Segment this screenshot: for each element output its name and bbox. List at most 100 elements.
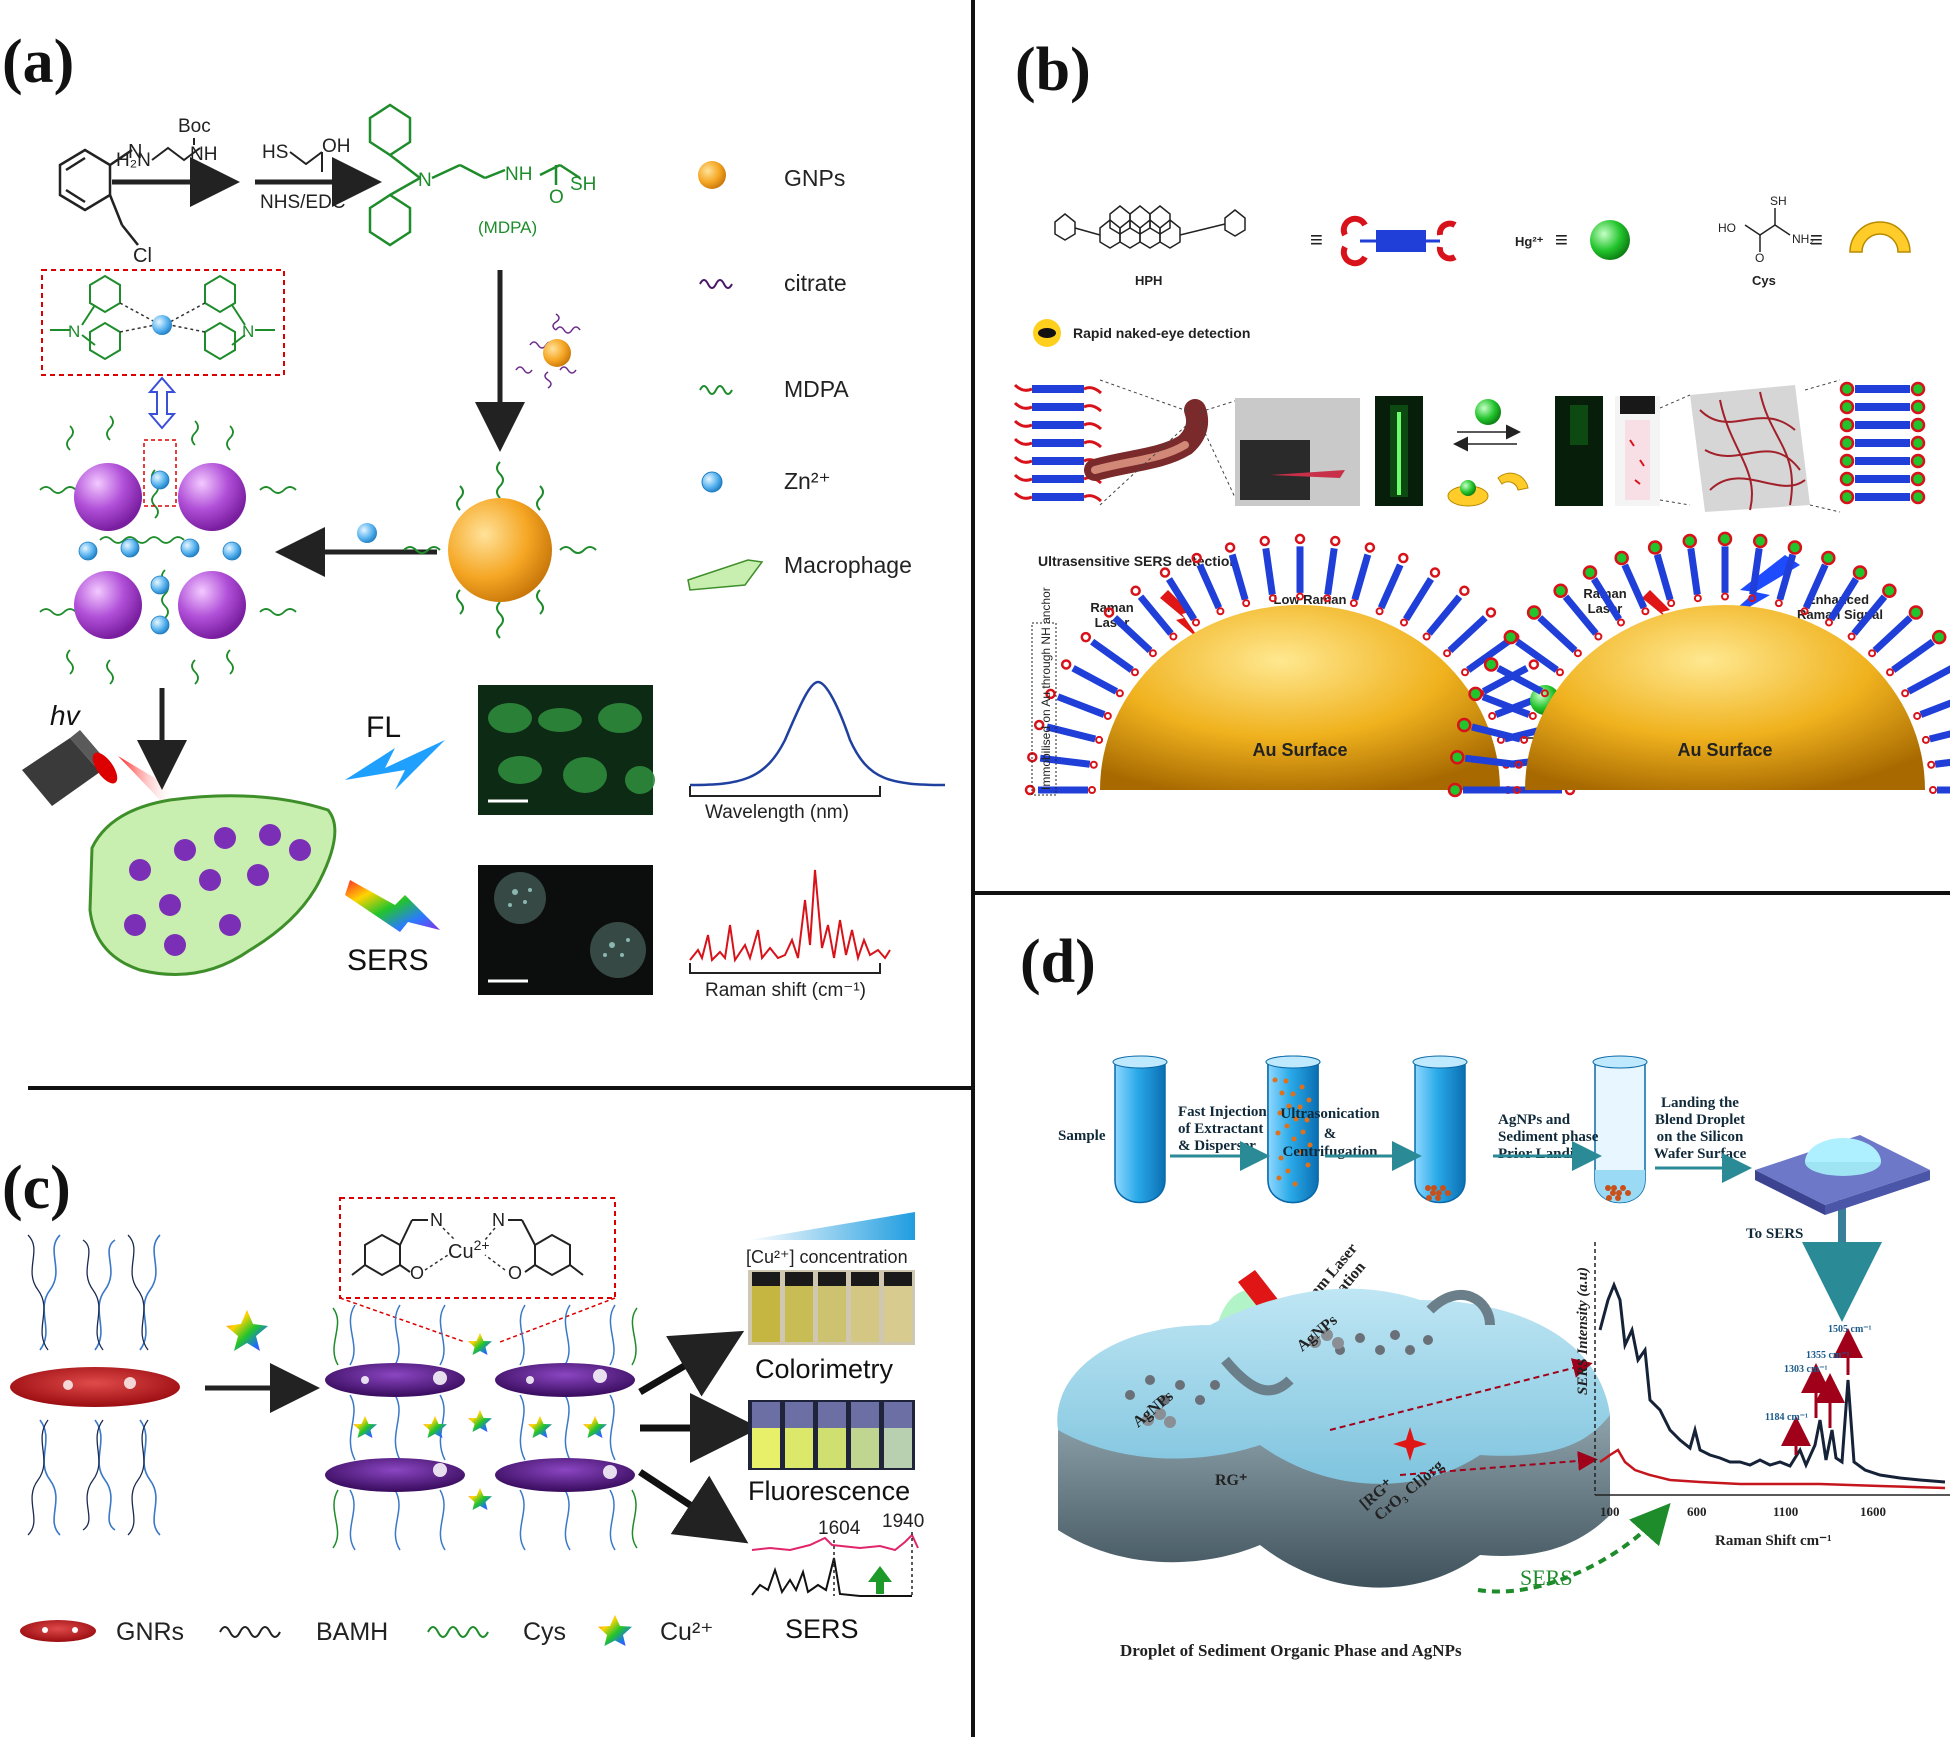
sers-label-d: SERS xyxy=(1520,1565,1573,1590)
hph-molecule xyxy=(1112,615,1153,654)
raman-laser-1-word: Raman xyxy=(1090,600,1133,615)
hph-molecule xyxy=(1377,563,1404,610)
hg-ion-icon xyxy=(1590,220,1630,260)
fluorescence-vials xyxy=(752,1402,912,1468)
picolyl-chloride-structure xyxy=(58,148,139,246)
fluorescence-bolt-icon xyxy=(345,740,445,790)
zoom-lines-c xyxy=(339,1297,616,1343)
nhs-edc-label: NHS/EDC xyxy=(260,192,346,213)
anchor-site xyxy=(1514,760,1523,769)
molecules-d xyxy=(1125,1330,1433,1405)
hg-bound-site xyxy=(1647,540,1663,555)
anchor-site xyxy=(1913,711,1922,720)
x-tick-600: 600 xyxy=(1687,1504,1707,1519)
x-tick-1600: 1600 xyxy=(1860,1504,1886,1519)
immobilised-box xyxy=(1031,622,1057,796)
hph-molecule xyxy=(1687,547,1701,596)
fl-axis-bracket xyxy=(689,786,881,797)
rainbow-arrow-icon xyxy=(345,880,440,932)
legend-cu-label: Cu²⁺ xyxy=(660,1618,713,1646)
sers-spectrum-c-bottom xyxy=(751,1557,912,1597)
hph-molecule xyxy=(1046,723,1097,743)
binding-site xyxy=(1045,688,1056,700)
mdpa-n-label: N xyxy=(418,170,432,191)
zinc-complex-structure xyxy=(50,274,275,361)
binding-site xyxy=(1429,567,1441,578)
legend-citrate-label: citrate xyxy=(784,270,847,296)
binding-site xyxy=(1294,533,1306,545)
h2n-label: H₂N xyxy=(116,150,151,171)
hg-bound-site xyxy=(1852,565,1868,580)
zinc-ion-icon xyxy=(701,471,723,493)
hph-molecule xyxy=(1515,638,1559,673)
hph-molecule xyxy=(1351,553,1372,601)
zinc-complex-box xyxy=(41,269,285,376)
hph-molecule xyxy=(1653,553,1674,601)
anchor-site xyxy=(1400,618,1408,627)
anchor-site xyxy=(1721,592,1729,601)
hph-molecule xyxy=(1466,638,1510,673)
fl-label: FL xyxy=(366,711,401,744)
sers-spectrum-c-top xyxy=(751,1533,919,1552)
cu-o-right: O xyxy=(508,1263,522,1283)
binding-site xyxy=(1191,552,1202,564)
hg-bound-site xyxy=(1787,540,1803,555)
network-fibers xyxy=(1699,391,1806,511)
hph-molecule xyxy=(1426,594,1463,636)
anchor-site xyxy=(1216,607,1225,616)
hph-molecule xyxy=(1090,638,1134,673)
hph-molecule xyxy=(1928,730,1950,743)
hph-molecule xyxy=(1919,699,1950,718)
peak-label-1184: 1184 cm⁻¹ xyxy=(1765,1412,1808,1423)
colorimetry-vials xyxy=(752,1272,912,1342)
hph-structure xyxy=(1054,205,1246,249)
anchor-site xyxy=(1594,632,1603,641)
panel-a: (a) N Cl Boc H₂N NH HS OH NHS/EDC xyxy=(2,28,946,1001)
concentration-wedge xyxy=(748,1212,915,1240)
anchor-site xyxy=(1825,618,1833,627)
peak-arrows-d xyxy=(1781,1328,1863,1455)
hph-molecule xyxy=(1828,577,1859,622)
cys-sh-label: SH xyxy=(1770,194,1787,208)
sers-arrow-d xyxy=(1477,1503,1671,1594)
hph-molecule xyxy=(1776,553,1797,601)
hph-molecule xyxy=(1262,547,1276,596)
hg-bound-site xyxy=(1447,782,1463,798)
zoom-double-arrow xyxy=(147,376,177,430)
anchor-site xyxy=(1774,599,1783,608)
legend-macrophage-label: Macrophage xyxy=(784,552,912,578)
binding-site xyxy=(1329,535,1341,547)
fl-axis-label: Wavelength (nm) xyxy=(705,802,849,823)
arrow-to-colorimetry xyxy=(638,1330,745,1397)
zinc-ion-reagent xyxy=(357,523,377,543)
anchor-site xyxy=(1242,599,1251,608)
mdpa-o-label: O xyxy=(549,187,564,208)
hph-molecule xyxy=(1471,723,1522,743)
hg-bound-site xyxy=(1468,686,1483,702)
au-surface-1 xyxy=(1100,605,1500,790)
sers-micrograph xyxy=(478,865,653,995)
anchor-site xyxy=(1192,618,1200,627)
hph-molecule xyxy=(1851,594,1888,636)
anchor-site xyxy=(1130,668,1139,677)
gnp-icon xyxy=(698,161,726,189)
panel-c: (c) xyxy=(2,1154,924,1646)
eye-icon xyxy=(1033,319,1061,347)
hph-molecule xyxy=(1481,665,1529,695)
cu-n-left: N xyxy=(430,1210,443,1230)
hph-molecule xyxy=(1934,758,1950,768)
hg-ion-eq xyxy=(1475,399,1501,425)
gnr-icon xyxy=(20,1620,96,1642)
complex-zinc-ion xyxy=(152,315,172,335)
binding-site xyxy=(1103,607,1115,618)
cu-o-left: O xyxy=(410,1263,424,1283)
legend-gnrs-label: GNRs xyxy=(116,1618,184,1646)
agnp-clusters xyxy=(1142,1329,1344,1428)
anchor-site xyxy=(1868,649,1877,658)
gnr-aggregate xyxy=(325,1304,638,1551)
hg-cys-complex-icon xyxy=(1447,480,1489,507)
